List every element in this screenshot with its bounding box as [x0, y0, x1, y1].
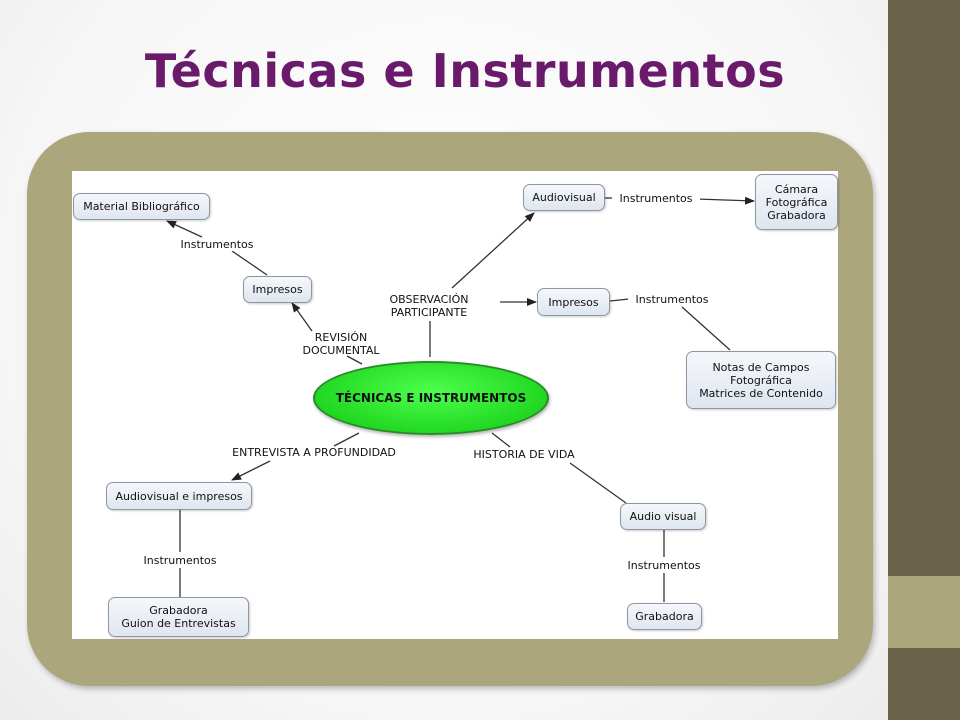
- entrevista-connector: Instrumentos: [135, 554, 225, 567]
- camara-grabadora-node: Cámara Fotográfica Grabadora: [755, 174, 838, 230]
- edge-impresos-connector-2: [609, 298, 630, 302]
- observacion-audiovisual-connector: Instrumentos: [612, 192, 700, 205]
- observacion-label-line2: PARTICIPANTE: [390, 306, 468, 319]
- entrevista-audiovisual-node: Audiovisual e impresos: [106, 482, 252, 510]
- center-node: TÉCNICAS E INSTRUMENTOS: [313, 361, 549, 435]
- historia-connector: Instrumentos: [619, 559, 709, 572]
- historia-label: HISTORIA DE VIDA: [473, 448, 575, 461]
- edge-historia-audiovisual: [569, 462, 627, 504]
- observacion-label-line1: OBSERVACIÓN: [389, 293, 469, 306]
- observacion-impresos-connector: Instrumentos: [628, 293, 716, 306]
- observacion-label: OBSERVACIÓN PARTICIPANTE: [379, 293, 479, 319]
- historia-grabadora-node: Grabadora: [627, 603, 702, 630]
- edge-revision-impresos: [291, 302, 313, 332]
- revision-label: REVISIÓN DOCUMENTAL: [296, 331, 386, 357]
- edge-connector-notas: [681, 306, 731, 351]
- edge-center-entrevista: [333, 432, 360, 447]
- notas-campos-node: Notas de Campos Fotográfica Matrices de …: [686, 351, 836, 409]
- edge-connector-camara: [695, 196, 755, 205]
- camara-line: Cámara: [774, 182, 819, 196]
- side-decoration-accent: [888, 576, 960, 648]
- fotografica-line: Fotográfica: [765, 195, 828, 209]
- material-bibliografico-node: Material Bibliográfico: [73, 193, 210, 220]
- grabadora-line-2: Grabadora: [149, 604, 208, 617]
- matrices-contenido-line: Matrices de Contenido: [699, 386, 823, 400]
- entrevista-label: ENTREVISTA A PROFUNDIDAD: [232, 446, 396, 459]
- concept-map: TÉCNICAS E INSTRUMENTOS REVISIÓN DOCUMEN…: [72, 171, 838, 639]
- grabadora-guion-node: Grabadora Guion de Entrevistas: [108, 597, 249, 637]
- notas-campos-line: Notas de Campos: [712, 360, 810, 374]
- notas-fotografica-line: Fotográfica: [730, 373, 792, 387]
- edge-impresos-connector: [231, 250, 268, 276]
- historia-audio-visual-node: Audio visual: [620, 503, 706, 530]
- edge-observacion-audiovisual: [451, 212, 535, 289]
- edge-center-revision: [346, 355, 363, 365]
- guion-entrevistas-line: Guion de Entrevistas: [121, 617, 236, 630]
- revision-connector: Instrumentos: [172, 238, 262, 251]
- edge-connector-material: [166, 220, 203, 238]
- revision-impresos-node: Impresos: [243, 276, 312, 303]
- observacion-audiovisual-node: Audiovisual: [523, 184, 605, 211]
- revision-label-line1: REVISIÓN: [314, 331, 368, 344]
- slide-title: Técnicas e Instrumentos: [144, 44, 786, 98]
- edge-center-historia: [491, 432, 511, 448]
- concept-map-connectors: [166, 196, 755, 602]
- revision-label-line2: DOCUMENTAL: [302, 344, 380, 357]
- edge-entrevista-audiovisual: [231, 460, 271, 481]
- observacion-impresos-node: Impresos: [537, 288, 610, 316]
- grabadora-line: Grabadora: [767, 208, 826, 222]
